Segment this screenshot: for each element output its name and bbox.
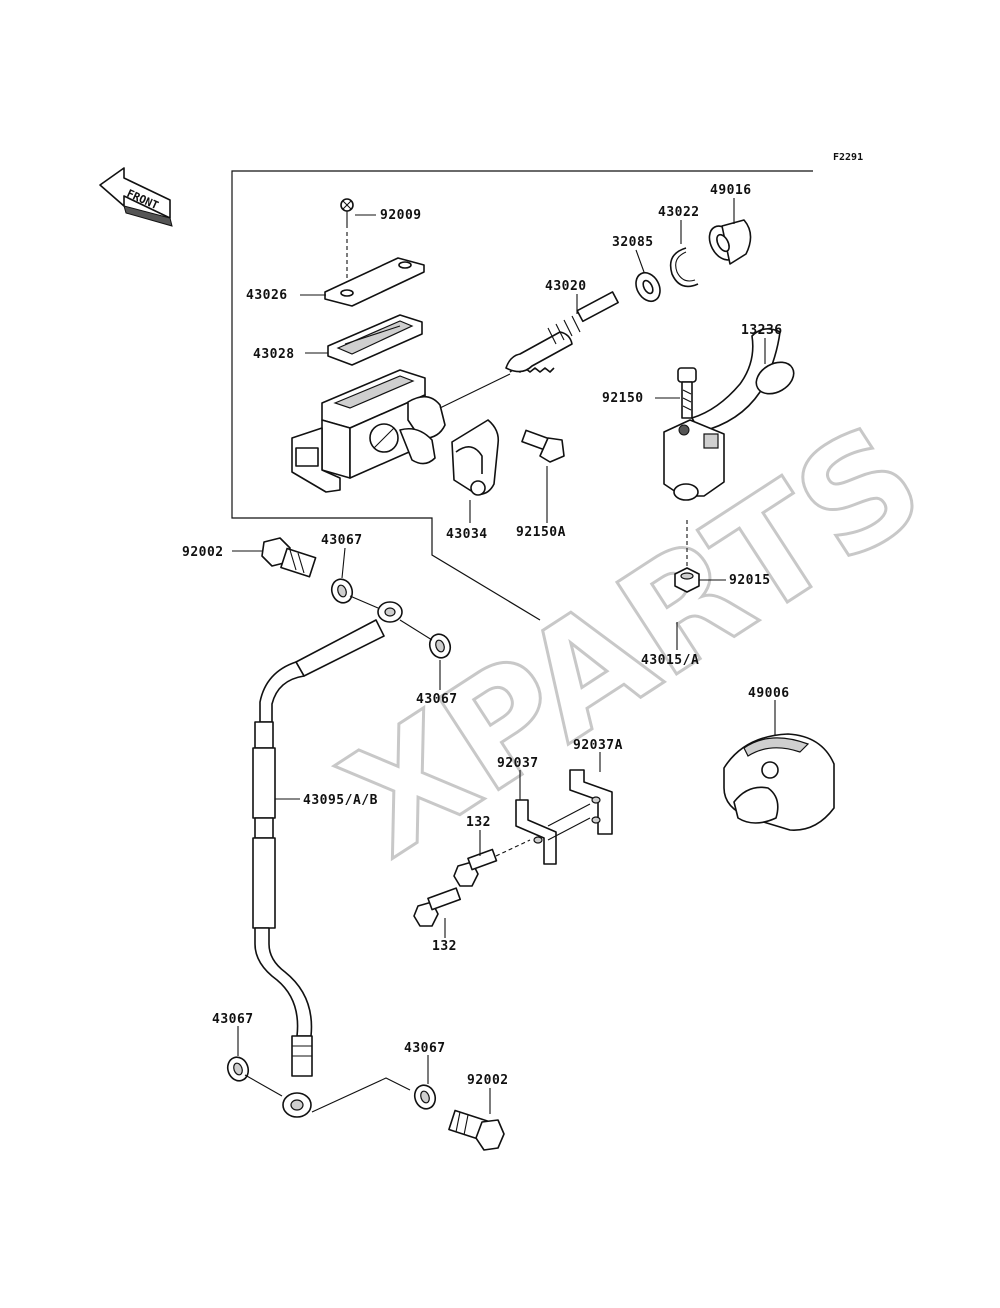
washer-43067-b xyxy=(428,633,452,659)
label-43028: 43028 xyxy=(253,347,295,362)
banjo-bolt-92002-bottom xyxy=(448,1109,505,1151)
label-43067-a: 43067 xyxy=(321,533,363,548)
label-132-b: 132 xyxy=(432,939,457,954)
label-43067-d: 43067 xyxy=(404,1041,446,1056)
label-43067-b: 43067 xyxy=(416,692,458,707)
label-43026: 43026 xyxy=(246,288,288,303)
label-32085: 32085 xyxy=(612,235,654,250)
reservoir-cap-43026 xyxy=(324,257,425,307)
nut-92015 xyxy=(674,520,700,593)
lever-13236 xyxy=(691,328,795,433)
label-92002-top: 92002 xyxy=(182,545,224,560)
label-49016: 49016 xyxy=(710,183,752,198)
label-92002-bottom: 92002 xyxy=(467,1073,509,1088)
label-132-a: 132 xyxy=(466,815,491,830)
lever-holder xyxy=(663,367,725,501)
figure-code: F2291 xyxy=(833,152,863,163)
brake-hose-43095 xyxy=(252,601,403,1118)
label-49006: 49006 xyxy=(748,686,790,701)
label-43034: 43034 xyxy=(446,527,488,542)
label-92150A: 92150A xyxy=(516,525,566,540)
leader-lines xyxy=(232,198,776,1114)
washer-43067-d xyxy=(413,1084,437,1110)
label-43095: 43095/A/B xyxy=(303,793,378,808)
bolt-92150A xyxy=(521,429,565,463)
label-43022: 43022 xyxy=(658,205,700,220)
label-92150: 92150 xyxy=(602,391,644,406)
hose-clamp-92037 xyxy=(515,799,557,865)
label-92037A: 92037A xyxy=(573,738,623,753)
label-92037: 92037 xyxy=(497,756,539,771)
piston-43020 xyxy=(505,291,619,373)
circlip-43022 xyxy=(669,247,699,288)
label-92015: 92015 xyxy=(729,573,771,588)
label-92009: 92009 xyxy=(380,208,422,223)
front-arrow-icon: FRONT xyxy=(99,167,173,227)
washer-32085 xyxy=(635,271,661,303)
washer-43067-a xyxy=(330,578,354,604)
label-13236: 13236 xyxy=(741,323,783,338)
clamp-43034 xyxy=(451,419,500,496)
hose-clamp-92037A xyxy=(569,769,613,835)
watermark: XPARTS xyxy=(315,392,952,890)
screw-92009 xyxy=(340,198,354,292)
master-cylinder-body xyxy=(291,369,446,493)
cover-49006 xyxy=(723,733,835,831)
assembly-frame xyxy=(231,170,813,621)
washer-43067-c xyxy=(226,1056,250,1082)
banjo-bolt-92002-top xyxy=(261,537,317,578)
label-43067-c: 43067 xyxy=(212,1012,254,1027)
bolt-132-b xyxy=(413,887,462,927)
diaphragm-43028 xyxy=(327,314,423,366)
label-43015A: 43015/A xyxy=(641,653,699,668)
boot-49016 xyxy=(708,219,752,265)
label-43020: 43020 xyxy=(545,279,587,294)
